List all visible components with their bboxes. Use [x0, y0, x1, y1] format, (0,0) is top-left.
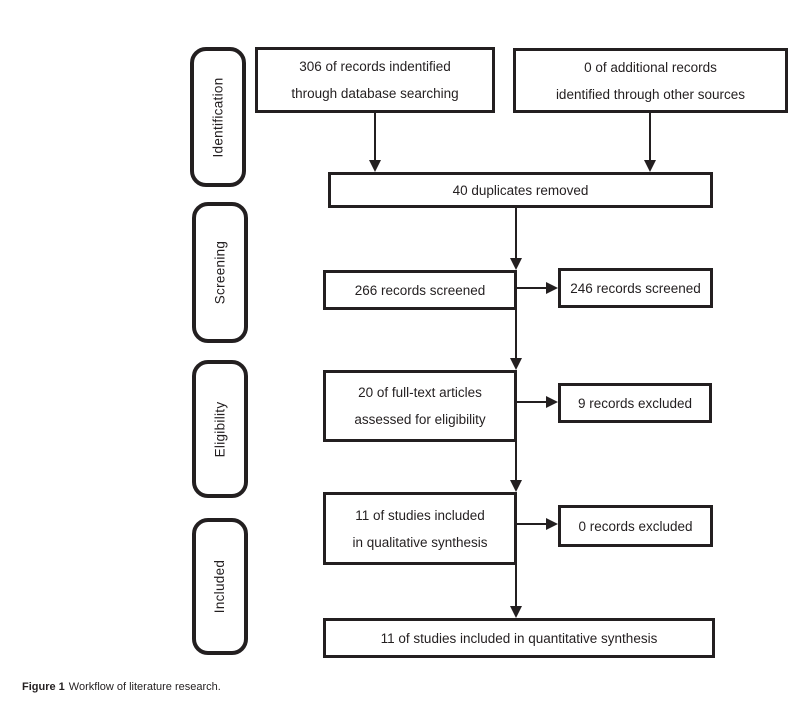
arrowhead-qualitative-to-quantitative [510, 606, 522, 618]
box-duplicates-removed: 40 duplicates removed [328, 172, 713, 208]
arrow-line-fulltext-to-qualitative [515, 442, 517, 480]
arrow-line-other-to-duplicates [649, 113, 651, 161]
box-qualitative-synthesis: 11 of studies included in qualitative sy… [323, 492, 517, 565]
box-records-identified-database: 306 of records indentified through datab… [255, 47, 495, 113]
box-records-screened-out: 246 records screened [558, 268, 713, 308]
arrow-line-screened-to-screened-out [517, 287, 547, 289]
stage-screening-label: Screening [212, 240, 228, 305]
stage-identification: Identification [190, 47, 246, 187]
arrowhead-qualitative-to-excluded [546, 518, 558, 530]
arrowhead-db-to-duplicates [369, 160, 381, 172]
arrowhead-screened-to-screened-out [546, 282, 558, 294]
box-qualitative-synthesis-line2: in qualitative synthesis [352, 534, 488, 550]
arrow-line-db-to-duplicates [374, 113, 376, 161]
arrowhead-other-to-duplicates [644, 160, 656, 172]
arrow-line-fulltext-to-excluded [517, 401, 547, 403]
stage-eligibility-label: Eligibility [212, 401, 228, 457]
arrow-line-qualitative-to-quantitative [515, 565, 517, 606]
box-records-excluded-qualitative: 0 records excluded [558, 505, 713, 547]
arrowhead-duplicates-to-screened [510, 258, 522, 270]
arrowhead-fulltext-to-excluded [546, 396, 558, 408]
box-quantitative-synthesis: 11 of studies included in quantitative s… [323, 618, 715, 658]
figure-caption-text: Workflow of literature research. [68, 681, 221, 693]
stage-included: Included [192, 518, 248, 655]
box-records-excluded-fulltext: 9 records excluded [558, 383, 712, 423]
box-quantitative-synthesis-text: 11 of studies included in quantitative s… [380, 630, 658, 646]
box-qualitative-synthesis-line1: 11 of studies included [355, 507, 485, 523]
arrow-line-screened-to-fulltext [515, 310, 517, 358]
figure-caption-label: Figure 1 [22, 681, 65, 693]
box-records-excluded-fulltext-text: 9 records excluded [577, 395, 693, 411]
stage-identification-label: Identification [210, 77, 226, 157]
box-additional-records-other-sources: 0 of additional records identified throu… [513, 48, 788, 113]
arrow-line-duplicates-to-screened [515, 208, 517, 258]
box-records-screened-out-text: 246 records screened [570, 280, 701, 296]
arrow-line-qualitative-to-excluded [517, 523, 547, 525]
arrowhead-screened-to-fulltext [510, 358, 522, 370]
arrowhead-fulltext-to-qualitative [510, 480, 522, 492]
box-records-screened-text: 266 records screened [354, 282, 486, 298]
stage-screening: Screening [192, 202, 248, 343]
box-duplicates-removed-text: 40 duplicates removed [452, 182, 589, 198]
box-additional-records-line1: 0 of additional records [584, 59, 717, 75]
box-records-identified-line1: 306 of records indentified [299, 59, 451, 74]
box-records-identified-line2: through database searching [291, 86, 459, 101]
stage-eligibility: Eligibility [192, 360, 248, 498]
stage-included-label: Included [212, 559, 228, 614]
box-records-excluded-qualitative-text: 0 records excluded [578, 518, 693, 534]
box-additional-records-line2: identified through other sources [555, 86, 746, 102]
box-fulltext-assessed: 20 of full-text articles assessed for el… [323, 370, 517, 442]
box-records-screened: 266 records screened [323, 270, 517, 310]
box-fulltext-assessed-line1: 20 of full-text articles [358, 385, 482, 400]
box-fulltext-assessed-line2: assessed for eligibility [354, 412, 486, 427]
